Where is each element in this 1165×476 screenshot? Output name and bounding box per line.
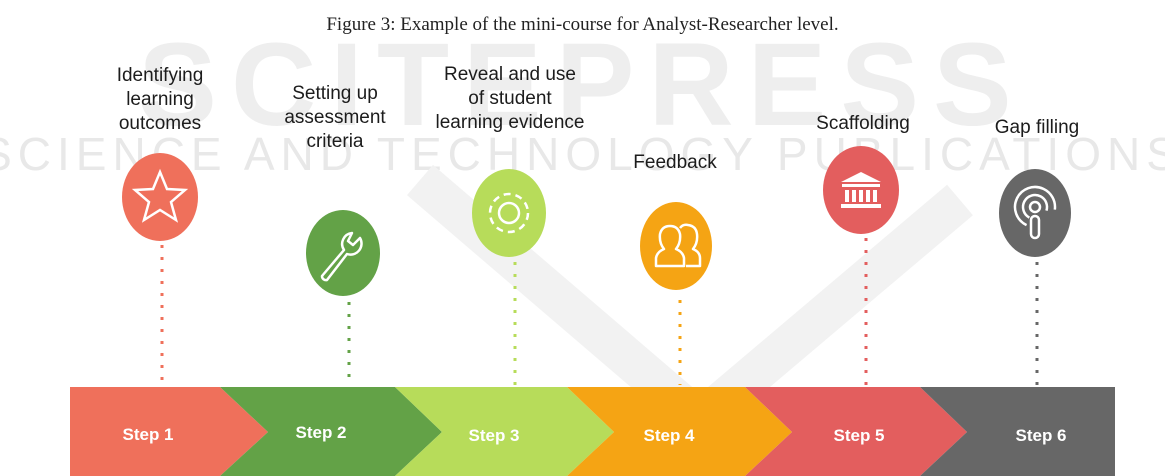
- step-6-title: Gap filling: [994, 117, 1080, 138]
- step-3-title: Reveal and use of student learning evide…: [435, 64, 585, 133]
- step-6-circle: [999, 169, 1071, 257]
- institution-icon: [841, 172, 881, 208]
- step-arrow-2: [220, 387, 442, 476]
- step-4-circle: [640, 202, 712, 290]
- podcast-icon: [1013, 185, 1057, 240]
- step-5-label: Step 5: [833, 426, 885, 445]
- step-arrow-6: [920, 387, 1115, 476]
- step-2-circle: [306, 210, 380, 296]
- figure-caption: Figure 3: Example of the mini-course for…: [326, 14, 839, 35]
- step-arrow-5: [745, 387, 967, 476]
- step-4-label: Step 4: [643, 426, 695, 445]
- step-arrow-4: [567, 387, 792, 476]
- step-5-circle: [823, 146, 899, 234]
- star-icon: [131, 168, 189, 223]
- step-arrow-1: [70, 387, 268, 476]
- step-arrow-3: [395, 387, 614, 476]
- step-6-label: Step 6: [1015, 426, 1067, 445]
- step-3-label: Step 3: [468, 426, 520, 445]
- step-1-label: Step 1: [122, 425, 174, 444]
- step-3-circle: [472, 169, 546, 257]
- step-4-title: Feedback: [633, 152, 717, 173]
- step-1-title: Identifying learning outcomes: [116, 65, 204, 134]
- step-2-title: Setting up assessment criteria: [284, 83, 386, 152]
- gear-icon: [488, 192, 530, 234]
- watermark-line2: SCIENCE AND TECHNOLOGY PUBLICATIONS: [0, 128, 1165, 180]
- step-1-circle: [122, 153, 198, 241]
- users-icon: [654, 223, 702, 268]
- step-2-label: Step 2: [295, 423, 347, 442]
- wrench-icon: [320, 231, 363, 282]
- step-arrows: [70, 387, 1115, 476]
- watermark-line1: SCITEPRESS: [138, 19, 1026, 151]
- step-5-title: Scaffolding: [816, 113, 910, 134]
